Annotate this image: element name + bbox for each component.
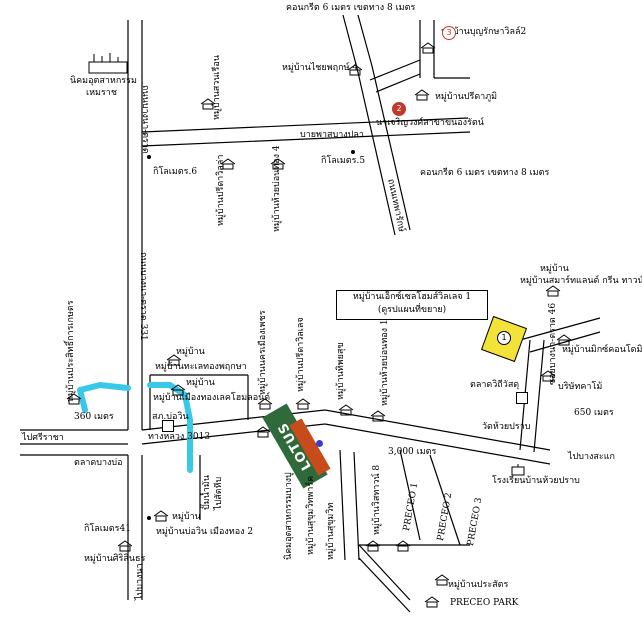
label-village-aoktong-1: หมู่บ้าน: [176, 347, 205, 357]
house-icon: [170, 384, 186, 396]
label-road-bangna-top: ถนนบางนา-ตราด: [140, 85, 150, 154]
label-school: โรงเรียนบ้านห้วยปราบ: [492, 476, 580, 486]
label-dist-650: 650 เมตร: [574, 408, 614, 418]
label-road-3013: ทางหลวง 3013: [148, 432, 211, 442]
house-icon: [255, 426, 271, 438]
project-callout-line2: (ดูรปแผนที่ขยาย): [377, 305, 447, 315]
label-village-nakhon: หมู่บ้านนครเมืองเพชร: [258, 310, 268, 395]
house-icon: [545, 285, 561, 297]
market-building: [516, 392, 528, 404]
label-industrial-1: นิคมอุตสาหกรรม: [70, 76, 137, 86]
house-icon: [540, 370, 556, 382]
label-village-preeda-vill: หมู่บ้านปรีดาวิลเลจ: [296, 317, 306, 392]
house-icon: [66, 393, 82, 405]
label-road-west: ไปศรีราชา: [22, 433, 64, 443]
house-icon: [257, 398, 273, 410]
house-icon: [153, 510, 169, 522]
km41-marker: [147, 516, 151, 520]
label-road-to-bang: ไปบางสะแก: [568, 452, 615, 462]
label-police: สภ.บ่อวิน: [152, 412, 189, 422]
label-village-thipsuk: หมู่บ้านทิพยสุข: [336, 342, 346, 400]
label-village-nongkong: หมู่บ้านเมืองทองเลคโฮมลอนด์: [153, 393, 271, 403]
km6-marker: [147, 155, 151, 159]
label-road-331: ถนนบางนา-ตราด 331: [138, 252, 148, 341]
label-village-bangbo2-1: หมู่บ้าน: [172, 512, 201, 522]
label-soi46: ซอยบางนา-ตราด 46: [548, 302, 558, 385]
label-village-bangbo2: หมู่บ้านบ่อวิน เมืองทอง 2: [156, 527, 254, 537]
label-precio-park: PRECEO PARK: [450, 598, 519, 608]
house-icon: [200, 98, 216, 110]
house-icon: [295, 398, 311, 410]
label-road-south: ไปบางนา: [135, 563, 145, 600]
factory-icon: [88, 52, 128, 74]
label-dist-360: 360 เมตร: [74, 412, 114, 422]
label-concrete-mid: คอนกรีต 6 เมตร เขตทาง 8 เมตร: [420, 168, 550, 178]
label-road-bypass: บายพาสบางปลา: [300, 130, 364, 140]
marker-2[interactable]: 2: [392, 102, 406, 116]
lotus-pin: [316, 440, 323, 447]
house-icon: [395, 540, 411, 552]
house-icon: [270, 158, 286, 170]
label-company: บริษัทคาโม้: [558, 382, 603, 392]
label-km6: กิโลเมตร.6: [153, 167, 198, 177]
label-km41: กิโลเมตร41: [84, 524, 131, 534]
label-industrial-2: เหมราช: [86, 88, 117, 98]
label-market-vivat: ตลาดวิถีวัสดุ: [470, 380, 520, 390]
label-pump: ปั๊มน้ำมัน: [202, 475, 212, 510]
label-village-suanruen: หมู่บ้านสวนเรือน: [212, 55, 222, 120]
house-icon: [424, 596, 440, 608]
house-icon: [420, 42, 436, 54]
house-icon: [434, 574, 450, 586]
label-industrial-bangpu: นิคมอุตสาหกรรมบางปู: [284, 472, 294, 560]
label-village-buri: หมู่บ้านบุญรักษาวิลล์2: [441, 27, 527, 37]
house-icon: [365, 540, 381, 552]
label-market-bangbo: ตลาดบางบ่อ: [74, 458, 123, 468]
marker-1[interactable]: 1: [497, 331, 511, 345]
label-concrete-top: คอนกรีต 6 เมตร เขตทาง 8 เมตร: [286, 3, 416, 13]
label-km5: กิโลเมตร.5: [321, 156, 366, 166]
label-road-bypass-2: นาเจริญวงศ์สาขาขนองรัตน์: [376, 118, 484, 128]
label-village-preeda: หมู่บ้านปรีดาภูมิ: [435, 92, 498, 102]
house-icon: [556, 334, 572, 346]
label-village-prasert: หมู่บ้านประสัตร: [448, 580, 509, 590]
label-village-sirisin: หมู่บ้านศิริสินธร: [84, 554, 146, 564]
label-village-sukhum: หมู่บ้านสุขุมวิท: [326, 502, 336, 560]
school-icon: [510, 464, 526, 476]
label-village-mekko: หมู่บ้านมิกซ์คอนโดมิเนียม: [562, 345, 642, 355]
marker-3[interactable]: 3: [442, 26, 456, 40]
house-icon: [347, 64, 363, 76]
project-callout: หมู่บ้านเอ็กซ์เซลโฮมส์วิลเลจ 1 (ดูรปแผนท…: [336, 290, 488, 320]
house-icon: [370, 410, 386, 422]
label-village-khonbang: หมู่บ้านห้วยบ่อนทอง 1: [380, 319, 390, 406]
label-village-left: หมู่บ้านประสิทธิ์การเกษตร: [66, 300, 76, 402]
house-icon: [414, 89, 430, 101]
label-km-3000: 3,000 เมตร: [388, 447, 437, 457]
project-callout-line1: หมู่บ้านเอ็กซ์เซลโฮมส์วิลเลจ 1: [352, 292, 472, 302]
police-building: [162, 420, 174, 432]
label-road-bangbo: ไปสัตหีบ: [214, 476, 224, 510]
label-temple: วัดห้วยปราบ: [482, 422, 531, 432]
label-village-precio: หมู่บ้านวิสทาวน์ 8: [372, 464, 382, 535]
label-village-smart: หมู่บ้านสมาร์ทแลนด์ กรีน ทาวน์: [520, 276, 642, 286]
label-village-smart-1: หมู่บ้าน: [540, 264, 569, 274]
house-icon: [166, 354, 182, 366]
km5-marker: [351, 150, 355, 154]
label-mall-tag: หมู่บ้านสุขุมวิทพาร์ค: [306, 475, 316, 555]
house-icon: [338, 404, 354, 416]
label-village-chaiyapruek: หมู่บ้านไชยพฤกษ์ 4: [282, 63, 359, 73]
label-village-aoktong: หมู่บ้านทะเลทองพฤกษา: [155, 362, 247, 372]
house-icon: [117, 540, 133, 552]
house-icon: [220, 158, 236, 170]
label-village-nongkong-1: หมู่บ้าน: [186, 378, 215, 388]
